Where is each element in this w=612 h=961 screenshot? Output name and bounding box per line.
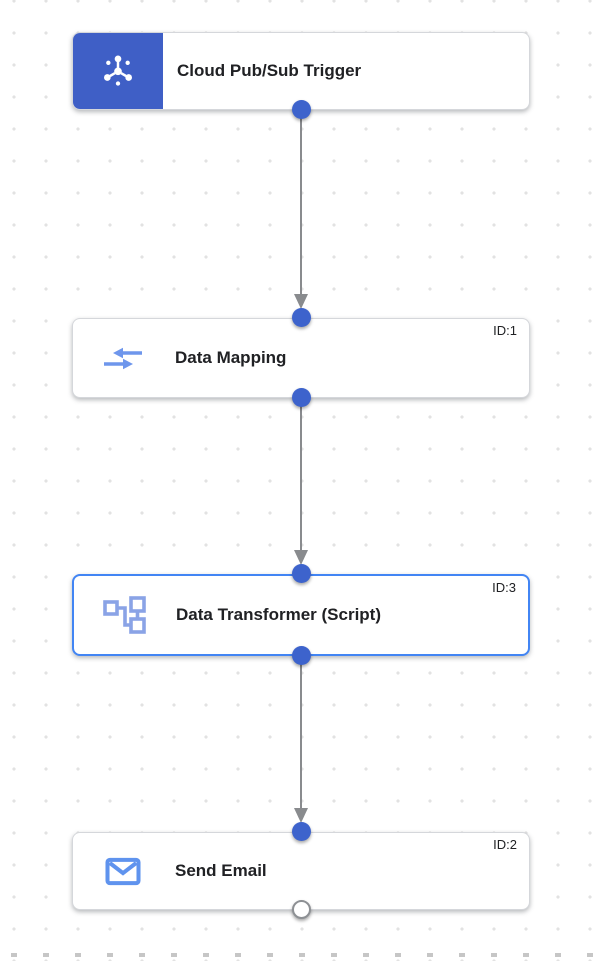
arrowhead-icon (294, 808, 308, 823)
node-data-mapping[interactable]: Data Mapping ID:1 (72, 318, 530, 398)
node-title: Cloud Pub/Sub Trigger (177, 61, 362, 80)
node-title: Data Mapping (175, 348, 287, 367)
node-id-badge: ID:2 (493, 837, 517, 852)
trigger-icon-block (73, 33, 163, 109)
port-output-pubsub-trigger[interactable] (292, 100, 311, 119)
data-transformer-icon (103, 595, 146, 634)
edge-transformer-to-send-email[interactable] (300, 656, 302, 808)
edge-trigger-to-data-mapping[interactable] (300, 110, 302, 295)
node-cloud-pubsub-trigger[interactable]: Cloud Pub/Sub Trigger (72, 32, 530, 110)
data-mapping-icon (104, 347, 142, 369)
port-input-data-transformer[interactable] (292, 564, 311, 583)
port-output-data-transformer[interactable] (292, 646, 311, 665)
edge-data-mapping-to-transformer[interactable] (300, 398, 302, 550)
port-input-data-mapping[interactable] (292, 308, 311, 327)
port-output-data-mapping[interactable] (292, 388, 311, 407)
arrowhead-icon (294, 294, 308, 309)
node-data-transformer-script[interactable]: Data Transformer (Script) ID:3 (72, 574, 530, 656)
port-input-send-email[interactable] (292, 822, 311, 841)
node-id-badge: ID:1 (493, 323, 517, 338)
send-email-icon (105, 857, 141, 885)
arrowhead-icon (294, 550, 308, 565)
node-title: Data Transformer (Script) (176, 605, 381, 624)
node-title: Send Email (175, 861, 267, 880)
port-output-send-email-open[interactable] (292, 900, 311, 919)
canvas-edge-grid-dashes (0, 953, 612, 957)
node-id-badge: ID:3 (492, 580, 516, 595)
node-send-email[interactable]: Send Email ID:2 (72, 832, 530, 910)
pubsub-icon (104, 55, 132, 86)
